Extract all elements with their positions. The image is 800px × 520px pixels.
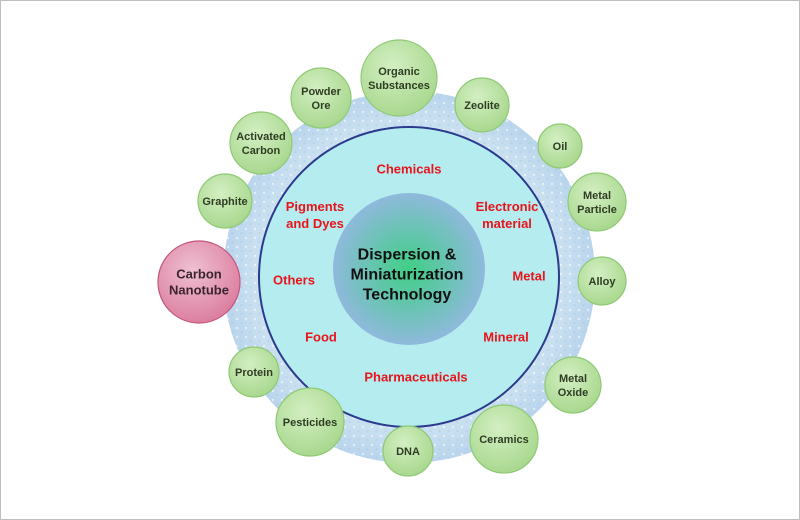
center-text-line: Technology: [363, 287, 452, 304]
material-bubble: [229, 111, 293, 175]
application-pigments-and-dyes-line: Pigments: [286, 199, 345, 214]
material-pesticides: Pesticides: [275, 387, 345, 457]
material-label-line: DNA: [396, 446, 420, 458]
material-zeolite: Zeolite: [454, 77, 510, 133]
material-label: Oil: [553, 141, 568, 153]
material-label-line: Pesticides: [283, 417, 337, 429]
application-chemicals: Chemicals: [376, 162, 441, 177]
application-electronic-material-line: material: [482, 216, 532, 231]
material-label: Alloy: [589, 276, 617, 288]
material-label-line: Graphite: [202, 196, 247, 208]
material-label-line: Organic: [378, 66, 420, 78]
application-others-line: Others: [273, 273, 315, 288]
material-label-line: Activated: [236, 131, 286, 143]
material-label: DNA: [396, 446, 420, 458]
application-electronic-material: Electronic material: [476, 199, 539, 231]
material-label: Ceramics: [479, 434, 529, 446]
material-label-line: Zeolite: [464, 100, 499, 112]
material-bubble: [537, 123, 583, 169]
application-food-line: Food: [305, 330, 337, 345]
application-food: Food: [305, 330, 337, 345]
material-label-line: Oil: [553, 141, 568, 153]
material-label: Zeolite: [464, 100, 499, 112]
application-pigments-and-dyes: Pigments and Dyes: [286, 199, 345, 231]
application-mineral-line: Mineral: [483, 330, 529, 345]
material-label-line: Metal: [559, 373, 587, 385]
core-circle: [333, 193, 485, 345]
material-oil: Oil: [537, 123, 583, 169]
material-graphite: Graphite: [197, 173, 253, 229]
material-label-line: Protein: [235, 367, 273, 379]
application-others: Others: [273, 273, 315, 288]
center-text-line: Miniaturization: [351, 267, 464, 284]
application-pharmaceuticals: Pharmaceuticals: [364, 370, 467, 385]
material-bubble: [454, 77, 510, 133]
material-bubble: [469, 404, 539, 474]
material-bubble: [228, 346, 280, 398]
material-label-line: Alloy: [589, 276, 617, 288]
material-alloy: Alloy: [577, 256, 627, 306]
material-bubble: [567, 172, 627, 232]
material-label: Protein: [235, 367, 273, 379]
application-metal-line: Metal: [512, 269, 545, 284]
material-label-line: Carbon: [242, 145, 281, 157]
material-bubble: [290, 67, 352, 129]
material-label-line: Oxide: [558, 387, 589, 399]
application-chemicals-line: Chemicals: [376, 162, 441, 177]
material-bubble: [544, 356, 602, 414]
material-bubble: [197, 173, 253, 229]
material-bubble: [157, 240, 241, 324]
material-label-line: Metal: [583, 190, 611, 202]
material-label-line: Carbon: [176, 267, 222, 282]
material-label-line: Substances: [368, 80, 430, 92]
material-label: Pesticides: [283, 417, 337, 429]
material-bubble: [360, 39, 438, 117]
material-protein: Protein: [228, 346, 280, 398]
material-label: Graphite: [202, 196, 247, 208]
material-label-line: Ore: [312, 100, 331, 112]
application-mineral: Mineral: [483, 330, 529, 345]
material-ceramics: Ceramics: [469, 404, 539, 474]
material-label-line: Powder: [301, 86, 341, 98]
material-bubble: [577, 256, 627, 306]
material-dna: DNA: [382, 425, 434, 477]
application-pigments-and-dyes-line: and Dyes: [286, 216, 344, 231]
application-metal: Metal: [512, 269, 545, 284]
material-label-line: Ceramics: [479, 434, 529, 446]
material-label-line: Nanotube: [169, 283, 229, 298]
material-label-line: Particle: [577, 204, 617, 216]
application-pharmaceuticals-line: Pharmaceuticals: [364, 370, 467, 385]
center-text-line: Dispersion &: [358, 247, 457, 264]
application-electronic-material-line: Electronic: [476, 199, 539, 214]
material-bubble: [275, 387, 345, 457]
material-bubble: [382, 425, 434, 477]
